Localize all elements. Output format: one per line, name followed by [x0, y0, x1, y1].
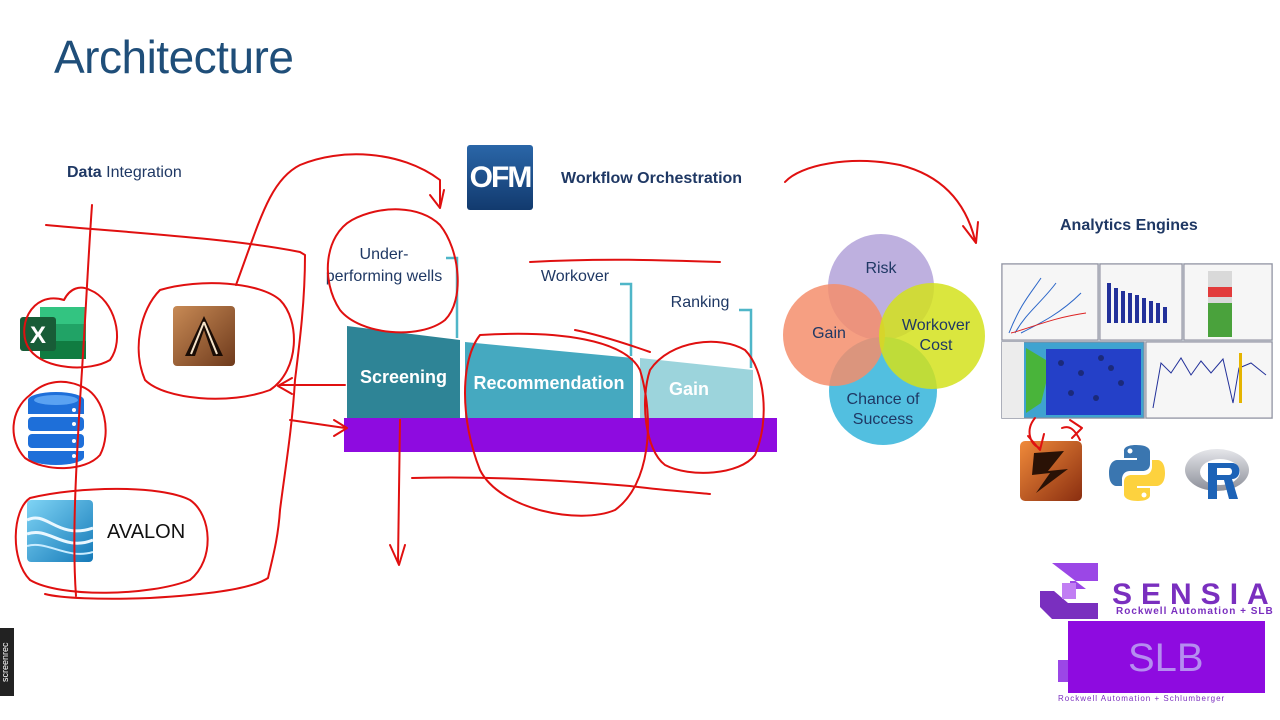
sensia-wordmark: SENSIA — [1112, 578, 1278, 611]
sensia-logo-icon — [1040, 563, 1098, 619]
gain-circle — [783, 284, 885, 386]
sensia-fragment — [1058, 660, 1068, 682]
annotation-stroke — [289, 419, 348, 437]
stage-callout-workover: Workover — [540, 268, 610, 285]
annotation-stroke — [429, 189, 445, 209]
callout-bracket — [620, 282, 633, 356]
annotation-stroke — [784, 160, 976, 241]
database-icon — [26, 390, 86, 465]
data-integration-bold: Data — [67, 164, 102, 181]
r-language-icon — [1184, 447, 1254, 501]
stage-callout-ranking: Ranking — [670, 294, 730, 311]
venn-label-workover-cost: Workover Cost — [901, 317, 971, 354]
svg-text:X: X — [30, 322, 46, 349]
screen-recorder-label: screenrec — [0, 642, 10, 682]
stage-label-screening: Screening — [359, 366, 448, 387]
annotation-stroke — [277, 377, 346, 395]
annotation-stroke — [1061, 419, 1083, 441]
slb-box: SLB — [1068, 621, 1265, 693]
data-integration-rest: Integration — [101, 164, 182, 181]
venn-label-risk: Risk — [865, 260, 897, 277]
python-icon — [1107, 443, 1167, 503]
workover-circle — [879, 283, 985, 389]
stage-label-gain: Gain — [668, 378, 709, 399]
annotation-stroke — [411, 476, 711, 495]
stage-label-recommendation: Recommendation — [473, 372, 625, 393]
avalon-logo-icon — [26, 500, 94, 562]
data-integration-header: Data Integration — [67, 164, 182, 182]
risk-venn-diagram — [782, 232, 988, 446]
stage-callout-underperforming: Under- performing wells — [325, 246, 443, 285]
bottom-brand-subtitle: Rockwell Automation + Schlumberger — [1058, 694, 1226, 703]
analytics-lightning-icon — [1020, 441, 1082, 501]
page-title: Architecture — [54, 31, 294, 83]
screen-recorder-badge: screenrec — [0, 628, 14, 696]
slb-wordmark: SLB — [1128, 636, 1204, 680]
analytics-engines-header: Analytics Engines — [1060, 217, 1198, 234]
venn-label-gain: Gain — [812, 325, 846, 342]
callout-bracket — [446, 256, 459, 338]
analytics-screenshot — [1001, 263, 1273, 419]
avalon-label: AVALON — [107, 521, 186, 543]
excel-icon: X — [20, 305, 88, 361]
platform-bar — [344, 418, 777, 452]
workflow-orchestration-header: Workflow Orchestration — [561, 170, 743, 187]
screening-block — [347, 326, 460, 420]
tent-app-icon — [173, 306, 235, 366]
callout-bracket — [739, 308, 753, 368]
ofm-logo: OFM — [467, 145, 533, 210]
sensia-subtitle: Rockwell Automation + SLB — [1116, 606, 1274, 617]
venn-label-chance-success: Chance of Success — [846, 391, 920, 428]
